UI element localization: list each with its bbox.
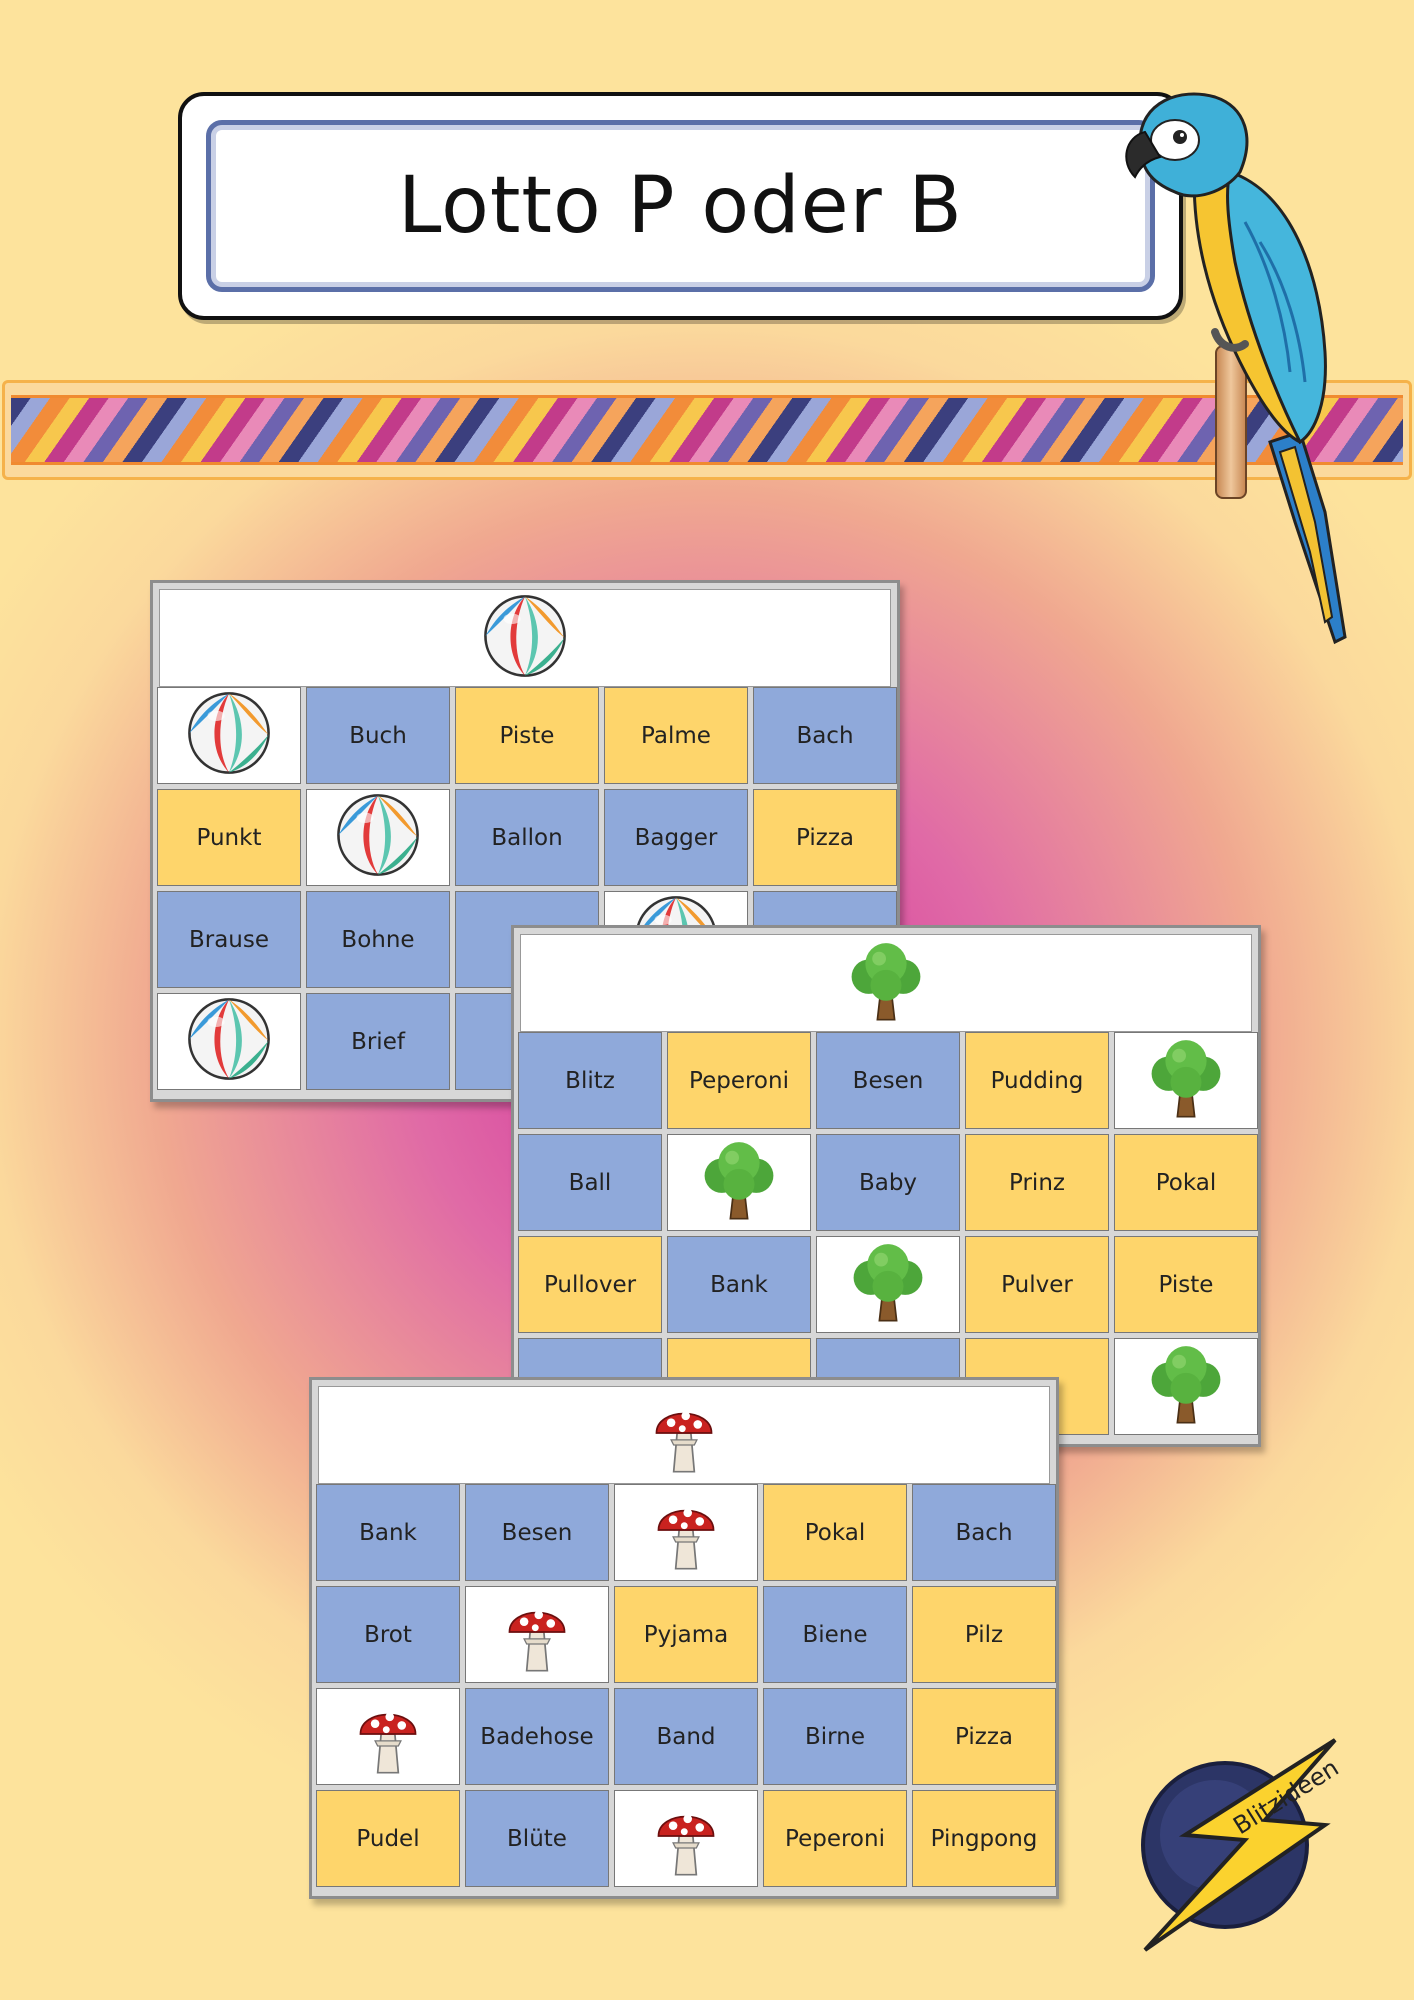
grid-cell-icon — [1114, 1338, 1258, 1435]
decorative-stripe-band — [2, 380, 1412, 480]
grid-cell-icon — [465, 1586, 609, 1683]
mushroom-icon — [494, 1589, 580, 1681]
grid-cell-word: Birne — [763, 1688, 907, 1785]
grid-cell-word: Pingpong — [912, 1790, 1056, 1887]
grid-cell-word: Pilz — [912, 1586, 1056, 1683]
tree-icon — [843, 938, 929, 1028]
grid-cell-word: Pokal — [1114, 1134, 1258, 1231]
mushroom-icon — [643, 1487, 729, 1579]
grid-cell-word: Pullover — [518, 1236, 662, 1333]
grid-cell-word: Prinz — [965, 1134, 1109, 1231]
grid-cell-icon — [614, 1484, 758, 1581]
beach-ball-icon — [186, 690, 272, 782]
grid-cell-word: Pizza — [912, 1688, 1056, 1785]
title-inner-frame: Lotto P oder B — [206, 120, 1155, 292]
grid-cell-word: Palme — [604, 687, 748, 784]
grid-cell-word: Bank — [316, 1484, 460, 1581]
grid-cell-word: Pokal — [763, 1484, 907, 1581]
blitzideen-logo: Blitzideen — [1141, 1738, 1344, 1952]
grid-cell-word: Badehose — [465, 1688, 609, 1785]
grid-cell-word: Pudding — [965, 1032, 1109, 1129]
grid-cell-icon — [667, 1134, 811, 1231]
page-title: Lotto P oder B — [398, 161, 963, 251]
card-header — [520, 934, 1252, 1032]
grid-cell-word: Brot — [316, 1586, 460, 1683]
grid-cell-icon — [316, 1688, 460, 1785]
grid-cell-word: Bach — [912, 1484, 1056, 1581]
card-header — [159, 589, 891, 687]
tree-icon — [1143, 1035, 1229, 1127]
grid-cell-icon — [1114, 1032, 1258, 1129]
grid-cell-word: Blüte — [465, 1790, 609, 1887]
grid-cell-word: Besen — [816, 1032, 960, 1129]
grid-cell-word: Pudel — [316, 1790, 460, 1887]
stripe-pattern — [11, 395, 1403, 465]
grid-cell-word: Bach — [753, 687, 897, 784]
tree-icon — [1143, 1341, 1229, 1433]
beach-ball-icon — [335, 792, 421, 884]
grid-cell-icon — [157, 993, 301, 1090]
grid-cell-word: Brief — [306, 993, 450, 1090]
beach-ball-icon — [482, 593, 568, 683]
grid-cell-word: Peperoni — [763, 1790, 907, 1887]
grid-cell-icon — [157, 687, 301, 784]
grid-cell-word: Baby — [816, 1134, 960, 1231]
grid-cell-word: Bank — [667, 1236, 811, 1333]
tree-icon — [845, 1239, 931, 1331]
parrot-icon — [1125, 92, 1347, 645]
tree-icon — [696, 1137, 782, 1229]
title-frame: Lotto P oder B — [178, 92, 1183, 320]
grid-cell-word: Brause — [157, 891, 301, 988]
grid-cell-word: Bohne — [306, 891, 450, 988]
grid-cell-word: Blitz — [518, 1032, 662, 1129]
mushroom-icon — [641, 1390, 727, 1480]
grid-cell-word: Bagger — [604, 789, 748, 886]
grid-cell-word: Biene — [763, 1586, 907, 1683]
grid-cell-word: Ball — [518, 1134, 662, 1231]
grid-cell-word: Peperoni — [667, 1032, 811, 1129]
grid-cell-word: Piste — [455, 687, 599, 784]
grid-cell-icon — [306, 789, 450, 886]
grid-cell-word: Pyjama — [614, 1586, 758, 1683]
grid-cell-word: Buch — [306, 687, 450, 784]
grid-cell-word: Ballon — [455, 789, 599, 886]
grid-cell-word: Pizza — [753, 789, 897, 886]
grid-cell-word: Piste — [1114, 1236, 1258, 1333]
card-header — [318, 1386, 1050, 1484]
grid-cell-icon — [816, 1236, 960, 1333]
grid-cell-icon — [614, 1790, 758, 1887]
mushroom-icon — [345, 1691, 431, 1783]
grid-cell-word: Besen — [465, 1484, 609, 1581]
grid-cell-word: Band — [614, 1688, 758, 1785]
mushroom-icon — [643, 1793, 729, 1885]
grid-cell-word: Punkt — [157, 789, 301, 886]
beach-ball-icon — [186, 996, 272, 1088]
grid-cell-word: Pulver — [965, 1236, 1109, 1333]
